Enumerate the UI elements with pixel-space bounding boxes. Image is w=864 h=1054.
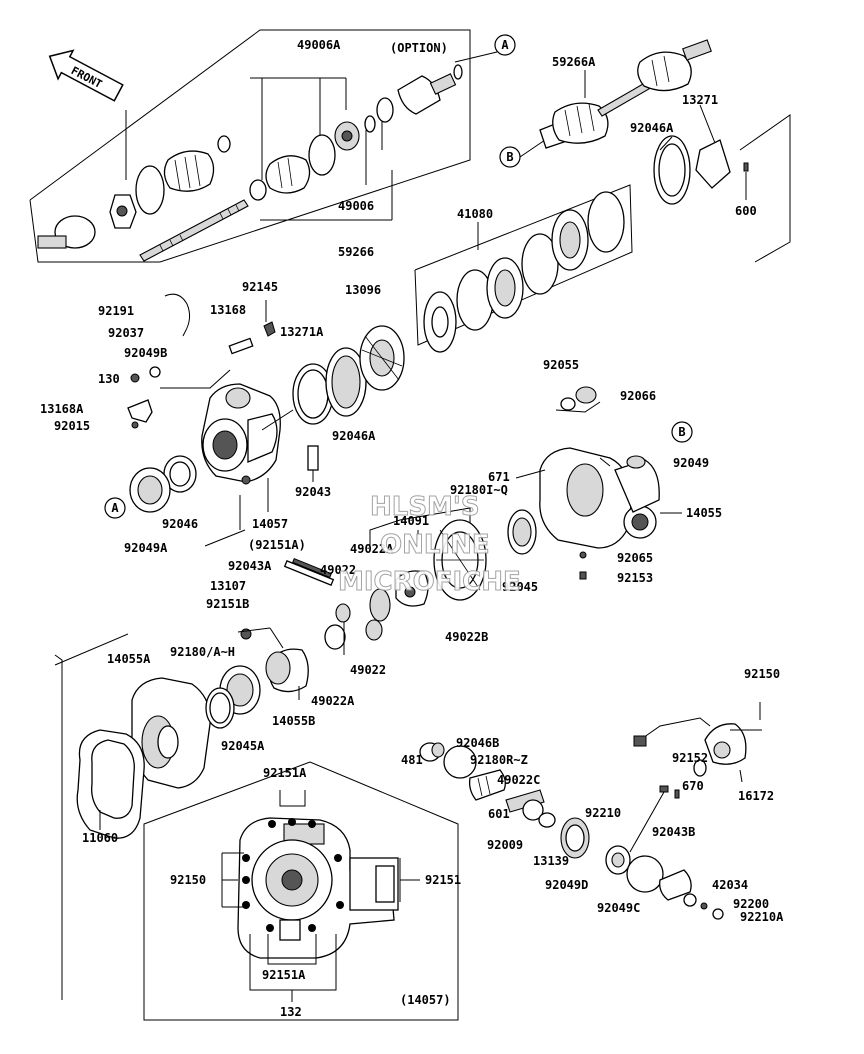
lower-housing-14055A — [54, 627, 309, 1000]
label-92151-inset: 92151 — [425, 873, 461, 887]
label-92151A-inset-top: 92151A — [263, 766, 307, 780]
label-671: 671 — [488, 470, 510, 484]
label-13168: 13168 — [210, 303, 246, 317]
label-14057-paren: (14057) — [400, 993, 451, 1007]
label-49022-b: 49022 — [350, 663, 386, 677]
front-direction-arrow: FRONT — [48, 49, 124, 102]
svg-text:B: B — [506, 150, 513, 164]
label-13271: 13271 — [682, 93, 718, 107]
label-13271A: 13271A — [280, 325, 324, 339]
label-92046B: 92046B — [456, 736, 499, 750]
label-92210A: 92210A — [740, 910, 784, 924]
label-92152: 92152 — [672, 751, 708, 765]
label-92049: 92049 — [673, 456, 709, 470]
label-14055: 14055 — [686, 506, 722, 520]
watermark: HLSM'S ONLINE MICROFICHE — [338, 492, 522, 598]
label-92066: 92066 — [620, 389, 656, 403]
label-92200: 92200 — [733, 897, 769, 911]
label-49022-a: 49022 — [320, 563, 356, 577]
label-92046A-mid: 92046A — [332, 429, 376, 443]
label-481: 481 — [401, 753, 423, 767]
label-49022B: 49022B — [445, 630, 488, 644]
label-92210: 92210 — [585, 806, 621, 820]
label-92150-right: 92150 — [744, 667, 780, 681]
label-92045A: 92045A — [221, 739, 265, 753]
label-92150-inset: 92150 — [170, 873, 206, 887]
label-92046: 92046 — [162, 517, 198, 531]
label-14057: 14057 — [252, 517, 288, 531]
label-13168A: 13168A — [40, 402, 84, 416]
label-92009: 92009 — [487, 838, 523, 852]
watermark-line-1: HLSM'S — [370, 492, 480, 522]
label-92045: 92045 — [502, 580, 538, 594]
label-92049C: 92049C — [597, 901, 640, 915]
label-92043: 92043 — [295, 485, 331, 499]
callout-a-left: A — [104, 497, 126, 519]
label-41080: 41080 — [457, 207, 493, 221]
label-92191: 92191 — [98, 304, 134, 318]
label-670: 670 — [682, 779, 704, 793]
pinion-shaft-group — [419, 702, 762, 920]
callout-a-top: A — [494, 34, 516, 56]
label-49022C: 49022C — [497, 773, 540, 787]
clutch-plates-41080 — [414, 184, 633, 353]
label-92046A-top: 92046A — [630, 121, 674, 135]
label-49022A-b: 49022A — [311, 694, 355, 708]
label-49006: 49006 — [338, 199, 374, 213]
label-42034: 42034 — [712, 878, 748, 892]
label-130: 130 — [98, 372, 120, 386]
bolt-markers — [242, 818, 344, 932]
label-16172: 16172 — [738, 789, 774, 803]
drive-shaft-group — [29, 29, 498, 263]
label-92151B: 92151B — [206, 597, 249, 611]
label-option: (OPTION) — [390, 41, 448, 55]
label-59266: 59266 — [338, 245, 374, 259]
part-labels: 49006A (OPTION) 59266A 13271 92046A 600 … — [40, 38, 784, 1019]
svg-text:B: B — [678, 425, 685, 439]
label-92151A-inset-bot: 92151A — [262, 968, 306, 982]
label-92043B: 92043B — [652, 825, 695, 839]
label-59266A: 59266A — [552, 55, 596, 69]
watermark-line-3: MICROFICHE — [338, 567, 521, 597]
label-132: 132 — [280, 1005, 302, 1019]
label-600: 600 — [735, 204, 757, 218]
label-601: 601 — [488, 807, 510, 821]
svg-text:A: A — [501, 38, 509, 52]
label-92180R-Z: 92180R~Z — [470, 753, 528, 767]
label-92037: 92037 — [108, 326, 144, 340]
svg-text:A: A — [111, 501, 119, 515]
callout-b-top: B — [499, 146, 521, 168]
label-92151A-paren: (92151A) — [248, 538, 306, 552]
label-92043A: 92043A — [228, 559, 272, 573]
housing-inset-view — [143, 761, 459, 1021]
label-92145: 92145 — [242, 280, 278, 294]
label-92055: 92055 — [543, 358, 579, 372]
watermark-line-2: ONLINE — [380, 530, 490, 560]
label-14055B: 14055B — [272, 714, 315, 728]
front-housing-14057 — [127, 293, 405, 547]
label-14091: 14091 — [393, 514, 429, 528]
label-92049D: 92049D — [545, 878, 588, 892]
label-11060: 11060 — [82, 831, 118, 845]
label-92153: 92153 — [617, 571, 653, 585]
label-92049B: 92049B — [124, 346, 167, 360]
axle-assembly-59266A — [519, 39, 791, 263]
label-13139: 13139 — [533, 854, 569, 868]
label-92049A: 92049A — [124, 541, 168, 555]
label-92180A-H: 92180/A~H — [170, 645, 235, 659]
label-49022A-a: 49022A — [350, 542, 394, 556]
label-13107: 13107 — [210, 579, 246, 593]
differential-gears — [283, 507, 537, 655]
label-92180I-Q: 92180I~Q — [450, 483, 508, 497]
label-49006A: 49006A — [297, 38, 341, 52]
rear-gear-case-14055 — [515, 386, 682, 580]
callout-b-right: B — [671, 421, 693, 443]
label-13096: 13096 — [345, 283, 381, 297]
label-92015: 92015 — [54, 419, 90, 433]
label-92065: 92065 — [617, 551, 653, 565]
label-14055A: 14055A — [107, 652, 151, 666]
